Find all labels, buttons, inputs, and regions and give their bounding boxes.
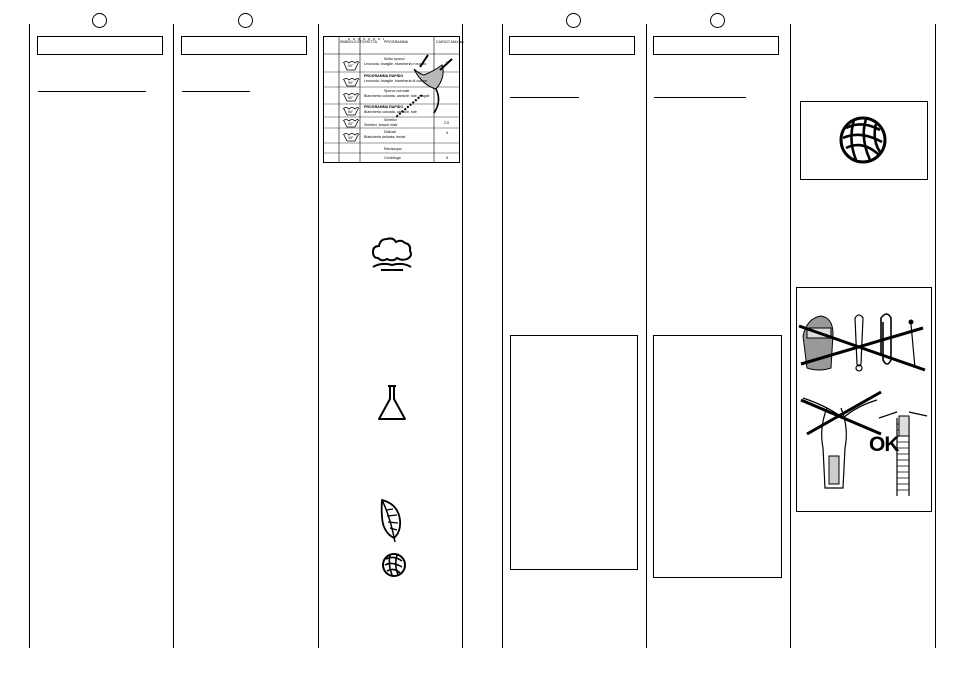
- row-program: Centrifuga: [384, 156, 401, 160]
- wool-illustration-box: [800, 101, 928, 180]
- section-header-box: [37, 36, 163, 55]
- language-badge: [566, 13, 581, 28]
- row-temp: 60°: [348, 110, 354, 114]
- row-program: PROGRAMMA RAPIDO: [364, 105, 404, 109]
- note-box: [653, 335, 782, 578]
- row-load: 5: [446, 61, 448, 65]
- column-divider: [646, 24, 647, 648]
- row-program: Risciacquo: [384, 147, 402, 151]
- row-load: 5: [446, 156, 448, 160]
- language-badge: [238, 13, 253, 28]
- heading-underline: [510, 97, 579, 98]
- column-divider: [790, 24, 791, 648]
- row-temp: 40°: [348, 122, 354, 126]
- row-desc: Sintetici, tessuti misti: [364, 123, 398, 127]
- column-divider: [173, 24, 174, 648]
- wool-ball-icon: [382, 553, 406, 577]
- heading-underline: [38, 91, 146, 92]
- row-program: Sintetici: [384, 118, 397, 122]
- flask-icon: [378, 385, 406, 420]
- heading-underline: [182, 91, 250, 92]
- section-header-box: [653, 36, 779, 55]
- column-divider: [502, 24, 503, 648]
- no-hardware-illustration: [798, 313, 928, 496]
- row-desc: Lenzuola, tovaglie, biancheria e bucato: [364, 62, 427, 66]
- row-temp: 30°: [348, 136, 354, 140]
- table-header-program: PROGRAMMA: [384, 40, 408, 44]
- row-program: Molto sporco: [384, 57, 405, 61]
- row-program: Sporco normale: [384, 89, 410, 93]
- column-divider: [462, 24, 463, 648]
- table-grid: [324, 37, 459, 162]
- section-header-box: [509, 36, 635, 55]
- table-header-symbol: SIMBOLO ETICHETTA: [340, 40, 378, 44]
- column-divider: [29, 24, 30, 648]
- row-program: PROGRAMMA RAPIDO: [364, 74, 404, 78]
- cotton-cloud-icon: [371, 237, 412, 271]
- language-badge: [92, 13, 107, 28]
- row-desc: Biancheria delicata, tende: [364, 135, 406, 139]
- row-desc: Biancheria colorata, camicie, tute, magl…: [364, 94, 430, 98]
- feather-icon: [380, 498, 402, 543]
- row-load: 5: [446, 131, 448, 135]
- zipper-ok-label: OK: [869, 433, 899, 456]
- language-badge: [710, 13, 725, 28]
- row-temp: 60°: [348, 96, 354, 100]
- heading-underline: [654, 97, 746, 98]
- wool-ball-large-icon: [839, 116, 887, 164]
- wash-program-table: SIMBOLO ETICHETTA PROGRAMMA CARICO MAX k…: [323, 36, 464, 163]
- row-temp: 90°: [348, 64, 354, 68]
- row-desc: Lenzuola, tovaglie, biancheria di cotone: [364, 79, 428, 83]
- column-divider: [318, 24, 319, 648]
- column-divider: [935, 24, 936, 648]
- table-header-load: CARICO MAX kg: [436, 40, 464, 44]
- hardware-illustration-box: OK: [796, 287, 932, 512]
- row-temp: 90°: [348, 81, 354, 85]
- row-program: Delicati: [384, 130, 396, 134]
- note-box: [510, 335, 638, 570]
- row-load: 2.5: [444, 121, 449, 125]
- row-desc: Biancheria colorata, camicie, tute: [364, 110, 417, 114]
- section-header-box: [181, 36, 307, 55]
